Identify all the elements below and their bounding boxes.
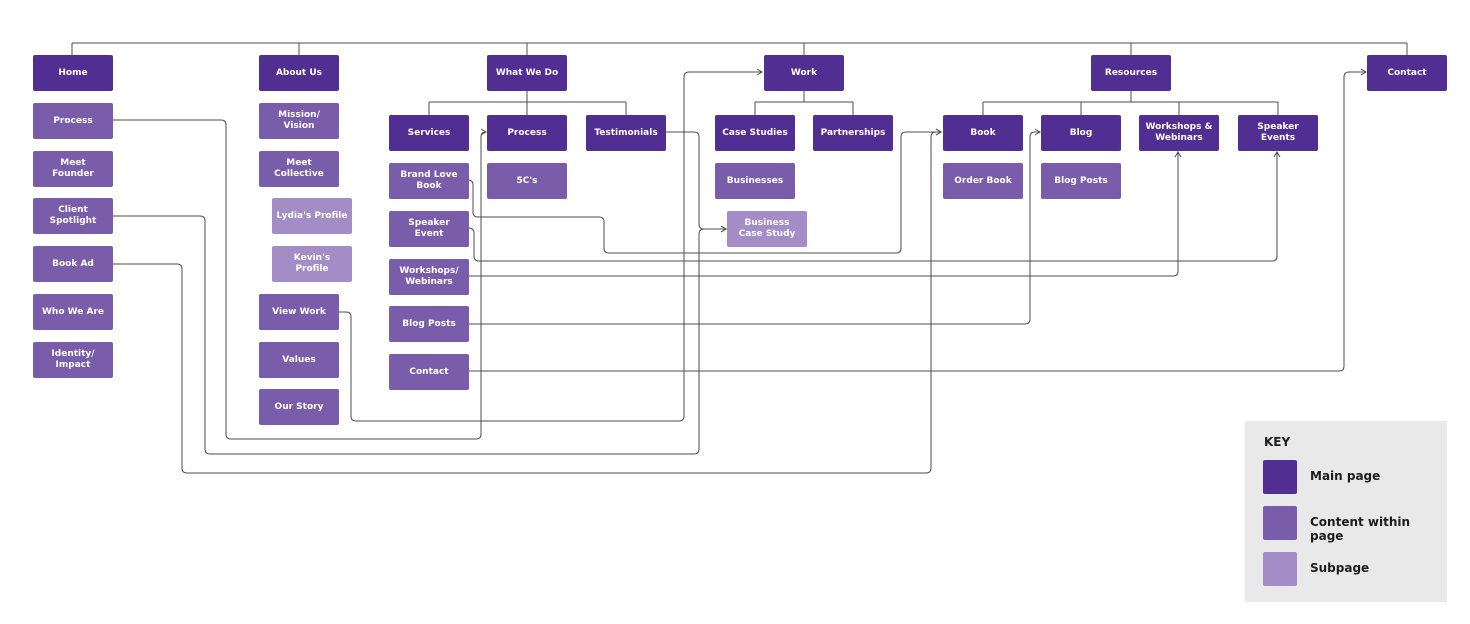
link-speaker-event-to-speaker-events: [467, 151, 1281, 262]
link-process-to-wwd-process: [112, 119, 487, 440]
business-case-study-node[interactable]: Business Case Study: [727, 211, 807, 247]
main-page-swatch: [1263, 460, 1297, 494]
blog-posts-node[interactable]: Blog Posts: [1041, 163, 1121, 199]
work-node[interactable]: Work: [764, 55, 844, 91]
case-studies-node[interactable]: Case Studies: [715, 115, 795, 151]
key-label-content-within-page: Content within page: [1310, 515, 1411, 543]
workshops-webinars-node[interactable]: Workshops & Webinars: [1139, 115, 1219, 151]
link-book-ad-to-book: [112, 128, 942, 474]
lydias-profile-node[interactable]: Lydia's Profile: [272, 198, 352, 234]
key-label-subpage: Subpage: [1310, 561, 1370, 575]
speaker-event-node[interactable]: Speaker Event: [389, 211, 469, 247]
home-node[interactable]: Home: [33, 55, 113, 91]
link-client-spotlight-to-business-case-study: [112, 215, 727, 455]
workshops-webinars-content-node[interactable]: Workshops/ Webinars: [389, 259, 469, 295]
contact-node[interactable]: Contact: [1367, 55, 1447, 91]
link-testimonials-to-business-case-study: [665, 131, 727, 233]
meet-founder-node[interactable]: Meet Founder: [33, 151, 113, 187]
link-view-work-to-work: [339, 68, 763, 422]
contact-content-node[interactable]: Contact: [389, 354, 469, 390]
about-us-node[interactable]: About Us: [259, 55, 339, 91]
what-we-do-node[interactable]: What We Do: [487, 55, 567, 91]
view-work-node[interactable]: View Work: [259, 294, 339, 330]
testimonials-node[interactable]: Testimonials: [586, 115, 666, 151]
blog-posts-content-node[interactable]: Blog Posts: [389, 306, 469, 342]
key-title: KEY: [1264, 435, 1291, 449]
book-ad-node[interactable]: Book Ad: [33, 246, 113, 282]
identity-impact-node[interactable]: Identity/ Impact: [33, 342, 113, 378]
speaker-events-node[interactable]: Speaker Events: [1238, 115, 1318, 151]
kevins-profile-node[interactable]: Kevin's Profile: [272, 246, 352, 282]
book-node[interactable]: Book: [943, 115, 1023, 151]
mission-vision-node[interactable]: Mission/ Vision: [259, 103, 339, 139]
services-node[interactable]: Services: [389, 115, 469, 151]
link-contact-to-contact: [468, 68, 1367, 372]
link-blog-posts-to-blog: [468, 128, 1041, 325]
link-brand-love-book-to-book: [467, 128, 942, 254]
legend-key: KEY Main page Content within page Subpag…: [1245, 421, 1447, 602]
businesses-node[interactable]: Businesses: [715, 163, 795, 199]
order-book-node[interactable]: Order Book: [943, 163, 1023, 199]
wwd-process-node[interactable]: Process: [487, 115, 567, 151]
resources-node[interactable]: Resources: [1091, 55, 1171, 91]
meet-collective-node[interactable]: Meet Collective: [259, 151, 339, 187]
process-node[interactable]: Process: [33, 103, 113, 139]
values-node[interactable]: Values: [259, 342, 339, 378]
client-spotlight-node[interactable]: Client Spotlight: [33, 198, 113, 234]
link-workshops-to-workshops-webinars: [468, 151, 1182, 277]
content-within-page-swatch: [1263, 506, 1297, 540]
key-label-main-page: Main page: [1310, 469, 1381, 483]
subpage-swatch: [1263, 552, 1297, 586]
partnerships-node[interactable]: Partnerships: [813, 115, 893, 151]
blog-node[interactable]: Blog: [1041, 115, 1121, 151]
our-story-node[interactable]: Our Story: [259, 389, 339, 425]
brand-love-book-node[interactable]: Brand Love Book: [389, 163, 469, 199]
five-cs-node[interactable]: 5C's: [487, 163, 567, 199]
who-we-are-node[interactable]: Who We Are: [33, 294, 113, 330]
